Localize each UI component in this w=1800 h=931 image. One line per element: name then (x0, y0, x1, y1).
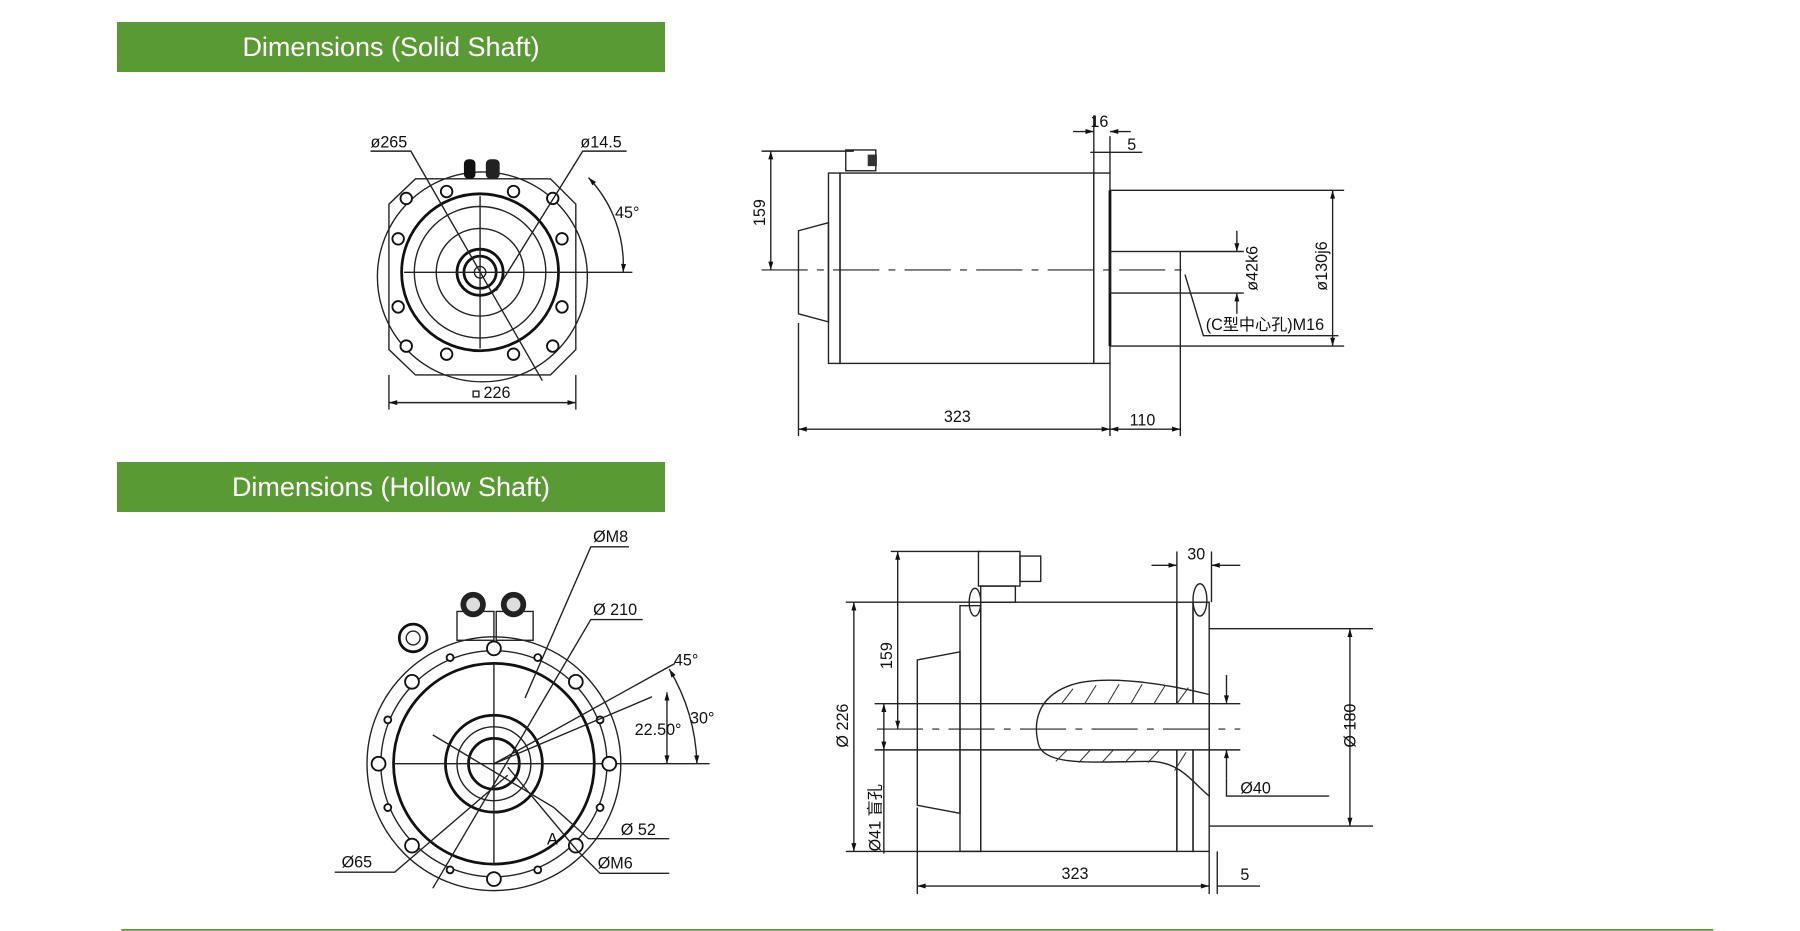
connector-icon (845, 149, 877, 172)
hollow-shaft-section (1035, 679, 1241, 798)
dim-16: 16 (1090, 113, 1108, 131)
dim-center-hole-m16: (C型中心孔)M16 (1206, 316, 1324, 334)
section-title: Dimensions (Solid Shaft) (242, 31, 540, 62)
dim-dM8: ØM8 (593, 528, 628, 546)
connector-icon (968, 550, 1042, 617)
connector-icon (463, 159, 500, 179)
dim-angle-22-5: 22.50° (635, 721, 682, 739)
dim-d130j6: ø130j6 (1313, 241, 1331, 290)
dim-angle-45: 45° (615, 204, 639, 222)
solid-shaft-side-view: 159 16 5 ø130j6 ø42k6 (C型中心孔)M16 323 110 (751, 113, 1345, 437)
section-header-hollow-shaft: Dimensions (Hollow Shaft) (117, 462, 665, 512)
dim-5: 5 (1240, 866, 1249, 884)
dim-323: 323 (1062, 865, 1089, 883)
lifting-eye-icon (397, 622, 429, 654)
hollow-shaft-front-view: ØM8 Ø 210 45° 30° 22.50° Ø 52 ØM6 Ø65 A (334, 528, 714, 892)
dim-323: 323 (944, 408, 971, 426)
connector-icon (456, 591, 534, 641)
dim-d40: Ø40 (1240, 780, 1271, 798)
solid-shaft-front-view: ø265 ø14.5 45° 226 (370, 134, 639, 410)
section-title: Dimensions (Hollow Shaft) (231, 471, 551, 502)
dim-159: 159 (878, 642, 896, 669)
dim-d52: Ø 52 (621, 821, 656, 839)
dim-159: 159 (751, 199, 769, 226)
section-mark-a: A (547, 830, 558, 848)
dim-110: 110 (1130, 412, 1156, 430)
dim-5: 5 (1127, 136, 1136, 154)
dim-angle-45: 45° (674, 652, 698, 670)
dim-d210: Ø 210 (593, 601, 637, 619)
dim-d265: ø265 (370, 134, 407, 152)
bolt-holes (391, 184, 569, 361)
hollow-shaft-side-view: Ø 226 159 Ø41 盲孔 Ø 180 Ø40 30 323 5 (834, 546, 1373, 895)
dim-d65: Ø65 (342, 854, 373, 872)
dim-d42k6: ø42k6 (1244, 246, 1262, 291)
dim-square-226: 226 (484, 384, 511, 402)
dim-dM6: ØM6 (598, 855, 633, 873)
dim-d226: Ø 226 (834, 704, 852, 748)
bolt-holes (370, 640, 618, 887)
dim-d180: Ø 180 (1342, 704, 1360, 748)
dim-30: 30 (1187, 546, 1205, 564)
dim-d41-blind-hole: Ø41 盲孔 (866, 784, 884, 851)
dim-d14-5: ø14.5 (580, 134, 621, 152)
dim-angle-30: 30° (690, 709, 714, 727)
section-header-solid-shaft: Dimensions (Solid Shaft) (117, 22, 665, 72)
